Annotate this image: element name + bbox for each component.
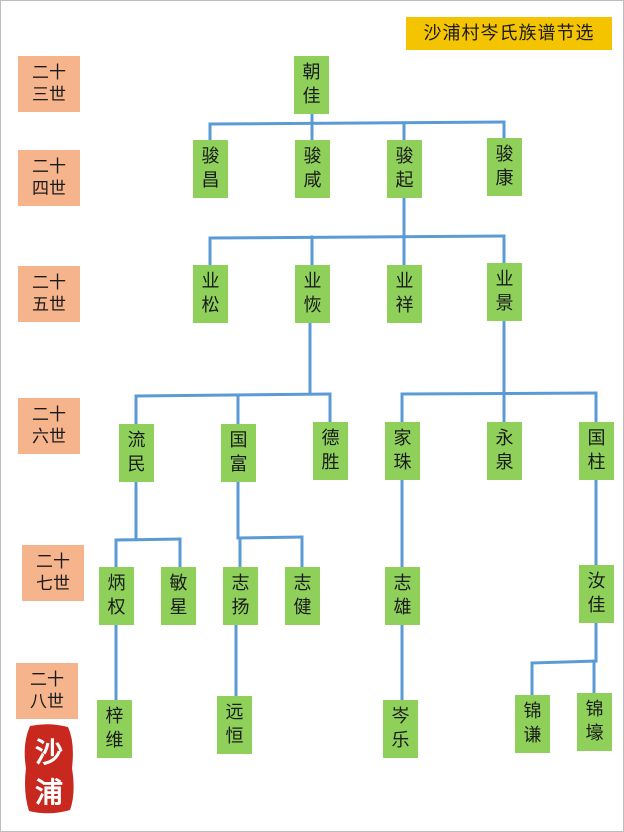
diagram-title: 沙浦村岑氏族谱节选 <box>406 17 612 50</box>
person-node-yexiang: 业祥 <box>387 265 422 323</box>
generation-label-26: 二十六世 <box>18 398 80 454</box>
person-node-chaojia: 朝佳 <box>294 56 329 114</box>
generation-label-27: 二十七世 <box>22 545 84 601</box>
connector <box>530 659 598 665</box>
person-node-junkang: 骏康 <box>487 138 522 196</box>
connector <box>236 535 304 540</box>
person-node-yejing: 业景 <box>487 263 522 321</box>
person-node-ziwei: 梓维 <box>97 700 132 758</box>
svg-text:浦: 浦 <box>35 776 63 809</box>
person-node-yongquan: 永泉 <box>487 422 522 480</box>
person-node-junxian: 骏咸 <box>295 140 330 198</box>
person-node-junchang: 骏昌 <box>193 140 228 198</box>
person-node-jinqian: 锦谦 <box>515 695 550 753</box>
svg-text:沙: 沙 <box>35 736 63 769</box>
generation-label-25: 二十五世 <box>18 266 80 322</box>
person-node-desheng: 德胜 <box>313 422 348 480</box>
connector <box>114 537 182 542</box>
person-node-rujia: 汝佳 <box>579 565 614 623</box>
connector <box>208 234 506 240</box>
person-node-bingquan: 炳权 <box>99 567 134 625</box>
person-node-zhijian: 志健 <box>285 567 320 625</box>
generation-label-23: 二十三世 <box>18 56 80 112</box>
connector <box>400 391 598 396</box>
person-node-yesong: 业松 <box>193 265 228 323</box>
connector <box>134 392 332 398</box>
person-node-zhiyang: 志扬 <box>223 567 258 625</box>
person-node-minxing: 敏星 <box>161 567 196 625</box>
generation-label-28: 二十八世 <box>16 663 78 719</box>
person-node-guozhu: 国柱 <box>579 422 614 480</box>
seal-logo: 沙 浦 <box>24 724 74 814</box>
person-node-jinhao: 锦壕 <box>577 693 612 751</box>
generation-label-24: 二十四世 <box>18 150 80 206</box>
person-node-yehui: 业恢 <box>295 265 330 323</box>
connector <box>208 120 506 126</box>
person-node-yuanheng: 远恒 <box>217 696 252 754</box>
person-node-junqi: 骏起 <box>387 140 422 198</box>
person-node-guofu: 国富 <box>221 424 256 482</box>
person-node-zhixiong: 志雄 <box>385 567 420 625</box>
person-node-jiazhu: 家珠 <box>385 422 420 480</box>
person-node-cenle: 岑乐 <box>383 700 418 758</box>
person-node-liumin: 流民 <box>119 424 154 482</box>
